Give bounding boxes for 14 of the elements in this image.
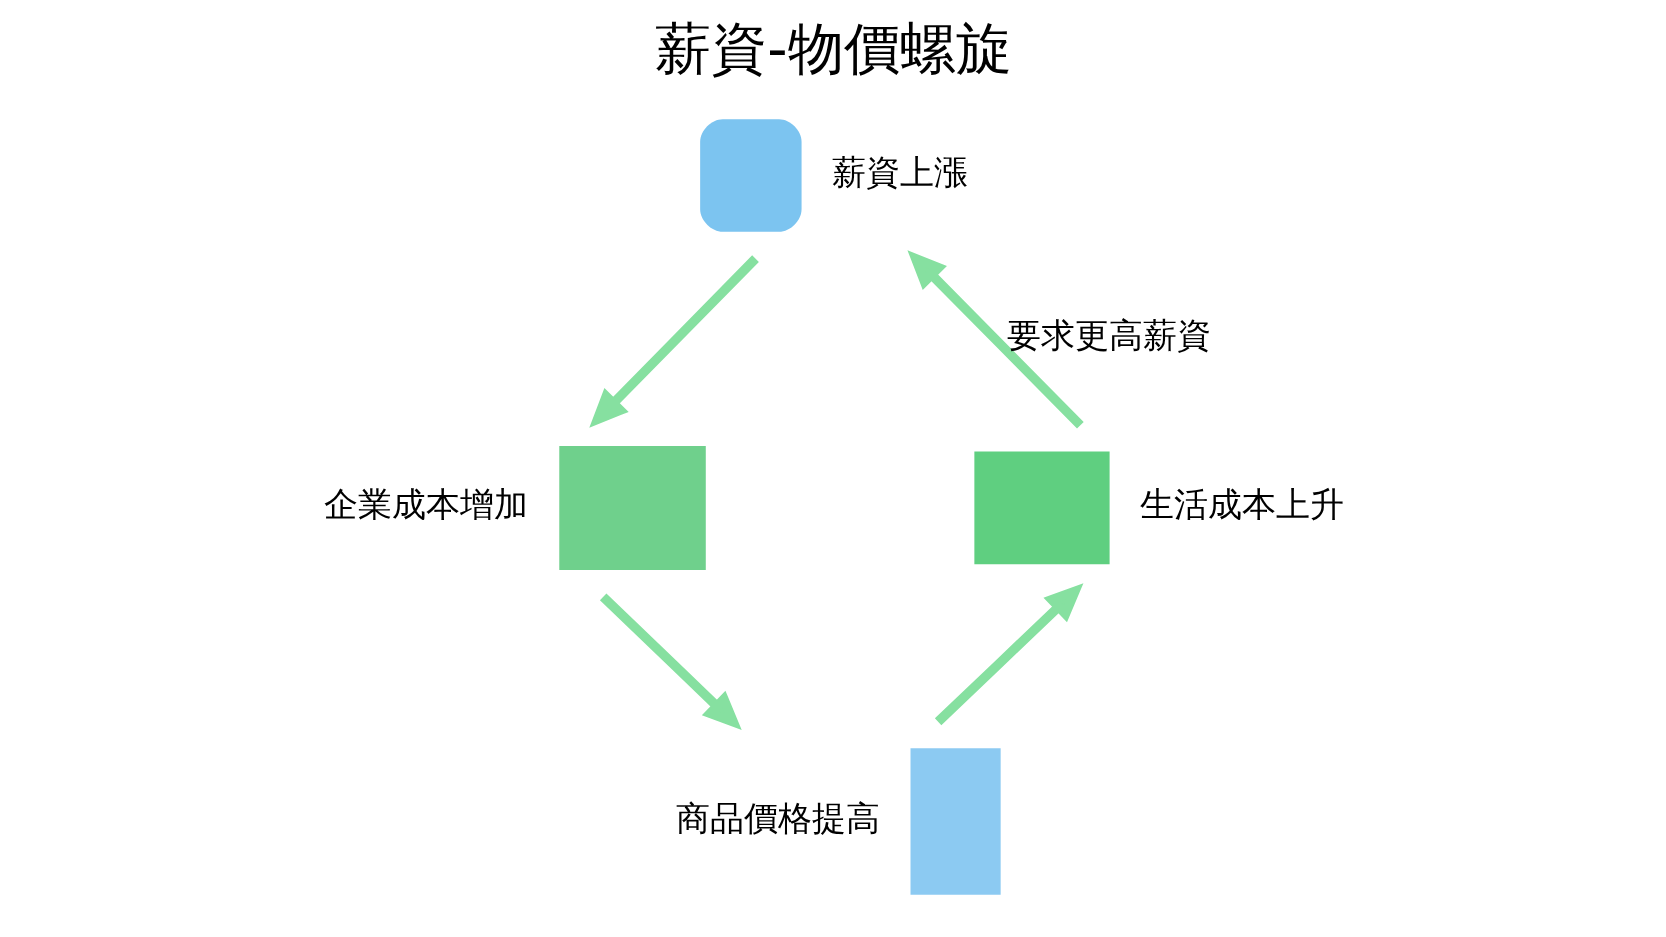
node-label: 薪資上漲: [831, 152, 968, 192]
node-label: 企業成本增加: [324, 485, 528, 525]
node-bag: [699, 119, 802, 232]
node-cart: [973, 451, 1110, 565]
node-tag: [910, 748, 1001, 895]
arrow: [934, 583, 1083, 726]
node-label: 生活成本上升: [1139, 485, 1344, 525]
diagram-title: 薪資-物價螺旋: [654, 16, 1012, 82]
node-label: 商品價格提高: [675, 798, 880, 838]
arrow: [906, 250, 1084, 429]
edge-label: 要求更高薪資: [1006, 316, 1211, 356]
arrow: [588, 255, 759, 428]
arrow: [599, 593, 742, 730]
node-factory: [558, 445, 706, 570]
